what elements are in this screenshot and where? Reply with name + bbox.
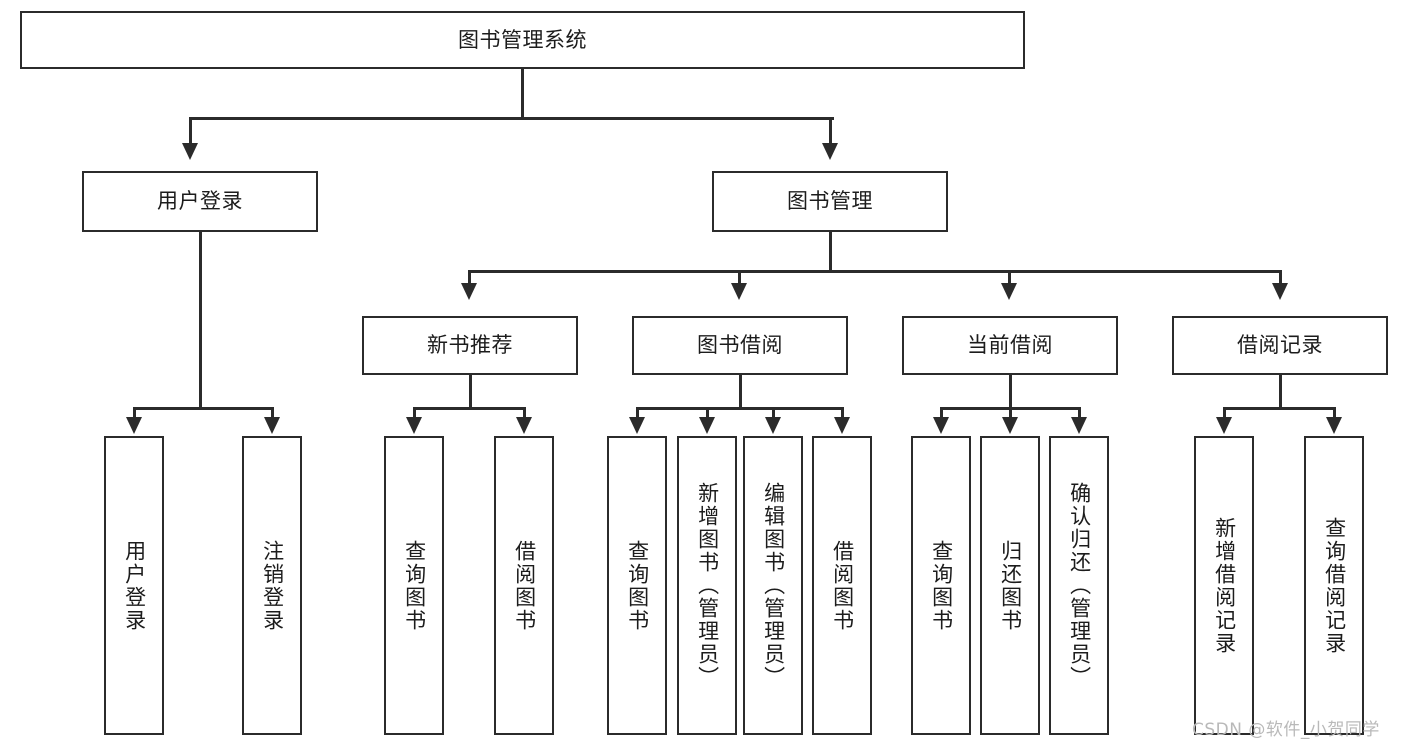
connector-new-book-recommend-drop-1 xyxy=(413,407,416,419)
connector-user-login-drop-1 xyxy=(133,407,136,419)
leaf-user-login-login[interactable]: 用户登录 xyxy=(104,436,164,735)
node-book-management[interactable]: 图书管理 xyxy=(712,171,948,232)
arrow-down-book-management xyxy=(822,143,838,160)
node-label: 新书推荐 xyxy=(427,333,513,358)
connector-current-borrow-drop-2 xyxy=(1009,407,1012,419)
node-label: 归还图书 xyxy=(998,539,1023,632)
node-label: 借阅图书 xyxy=(830,539,855,632)
arrow-down-leaf-borrow-4 xyxy=(834,417,850,434)
connector-new-book-recommend-stem xyxy=(469,375,472,409)
connector-book-management-stem xyxy=(829,232,832,272)
node-label: 用户登录 xyxy=(157,189,243,214)
node-book-borrow[interactable]: 图书借阅 xyxy=(632,316,848,375)
connector-level3-bar xyxy=(469,270,1281,273)
arrow-down-leaf-record-2 xyxy=(1326,417,1342,434)
arrow-down-leaf-user-login-1 xyxy=(126,417,142,434)
connector-borrow-record-stem xyxy=(1279,375,1282,409)
arrow-down-leaf-current-1 xyxy=(933,417,949,434)
node-label: 图书管理系统 xyxy=(458,27,587,52)
connector-level2-drop-user-login xyxy=(189,117,192,145)
leaf-borrow-add-book-admin[interactable]: 新增图书（管理员） xyxy=(677,436,737,735)
connector-current-borrow-drop-1 xyxy=(940,407,943,419)
node-label: 借阅记录 xyxy=(1237,333,1323,358)
connector-level2-drop-book-management xyxy=(829,117,832,145)
leaf-current-return-book[interactable]: 归还图书 xyxy=(980,436,1040,735)
node-label: 编辑图书（管理员） xyxy=(761,482,786,689)
connector-book-borrow-bar xyxy=(637,407,843,410)
leaf-record-query-record[interactable]: 查询借阅记录 xyxy=(1304,436,1364,735)
arrow-down-current-borrow xyxy=(1001,283,1017,300)
arrow-down-leaf-borrow-3 xyxy=(765,417,781,434)
node-label: 查询借阅记录 xyxy=(1322,516,1347,655)
connector-borrow-record-drop-1 xyxy=(1223,407,1226,419)
node-label: 注销登录 xyxy=(260,539,285,632)
arrow-down-leaf-current-2 xyxy=(1002,417,1018,434)
connector-level2-bar xyxy=(190,117,834,120)
connector-level3-drop-1 xyxy=(468,270,471,285)
node-label: 查询图书 xyxy=(402,539,427,632)
node-borrow-record[interactable]: 借阅记录 xyxy=(1172,316,1388,375)
connector-new-book-recommend-drop-2 xyxy=(523,407,526,419)
connector-level3-drop-3 xyxy=(1008,270,1011,285)
arrow-down-user-login xyxy=(182,143,198,160)
node-label: 借阅图书 xyxy=(512,539,537,632)
arrow-down-book-borrow xyxy=(731,283,747,300)
leaf-borrow-edit-book-admin[interactable]: 编辑图书（管理员） xyxy=(743,436,803,735)
connector-book-borrow-drop-2 xyxy=(706,407,709,419)
node-label: 图书借阅 xyxy=(697,333,783,358)
node-label: 查询图书 xyxy=(625,539,650,632)
leaf-borrow-borrow-book[interactable]: 借阅图书 xyxy=(812,436,872,735)
leaf-current-query-book[interactable]: 查询图书 xyxy=(911,436,971,735)
node-label: 图书管理 xyxy=(787,189,873,214)
connector-user-login-drop-2 xyxy=(271,407,274,419)
arrow-down-leaf-borrow-2 xyxy=(699,417,715,434)
arrow-down-leaf-record-1 xyxy=(1216,417,1232,434)
connector-current-borrow-stem xyxy=(1009,375,1012,409)
connector-new-book-recommend-bar xyxy=(414,407,525,410)
connector-book-borrow-drop-3 xyxy=(772,407,775,419)
node-label: 新增图书（管理员） xyxy=(695,482,720,689)
node-label: 查询图书 xyxy=(929,539,954,632)
arrow-down-leaf-borrow-1 xyxy=(629,417,645,434)
connector-user-login-stem xyxy=(199,232,202,409)
node-current-borrow[interactable]: 当前借阅 xyxy=(902,316,1118,375)
connector-current-borrow-drop-3 xyxy=(1078,407,1081,419)
leaf-borrow-query-book[interactable]: 查询图书 xyxy=(607,436,667,735)
arrow-down-leaf-current-3 xyxy=(1071,417,1087,434)
connector-borrow-record-drop-2 xyxy=(1333,407,1336,419)
connector-book-borrow-drop-4 xyxy=(841,407,844,419)
connector-level3-drop-4 xyxy=(1279,270,1282,285)
node-root-book-management-system[interactable]: 图书管理系统 xyxy=(20,11,1025,69)
connector-level3-drop-2 xyxy=(738,270,741,285)
arrow-down-leaf-user-login-2 xyxy=(264,417,280,434)
leaf-current-confirm-return-admin[interactable]: 确认归还（管理员） xyxy=(1049,436,1109,735)
node-label: 当前借阅 xyxy=(967,333,1053,358)
arrow-down-leaf-recommend-1 xyxy=(406,417,422,434)
watermark-text: CSDN @软件_小贺同学 xyxy=(1192,720,1380,740)
connector-borrow-record-bar xyxy=(1224,407,1335,410)
connector-root-stem xyxy=(521,69,524,117)
arrow-down-leaf-recommend-2 xyxy=(516,417,532,434)
node-label: 新增借阅记录 xyxy=(1212,516,1237,655)
leaf-record-add-record[interactable]: 新增借阅记录 xyxy=(1194,436,1254,735)
node-label: 确认归还（管理员） xyxy=(1067,482,1092,689)
node-user-login[interactable]: 用户登录 xyxy=(82,171,318,232)
node-label: 用户登录 xyxy=(122,539,147,632)
connector-user-login-bar xyxy=(134,407,273,410)
connector-book-borrow-drop-1 xyxy=(636,407,639,419)
connector-book-borrow-stem xyxy=(739,375,742,409)
arrow-down-new-book-recommend xyxy=(461,283,477,300)
leaf-recommend-borrow-book[interactable]: 借阅图书 xyxy=(494,436,554,735)
node-new-book-recommend[interactable]: 新书推荐 xyxy=(362,316,578,375)
leaf-user-login-logout[interactable]: 注销登录 xyxy=(242,436,302,735)
arrow-down-borrow-record xyxy=(1272,283,1288,300)
leaf-recommend-query-book[interactable]: 查询图书 xyxy=(384,436,444,735)
